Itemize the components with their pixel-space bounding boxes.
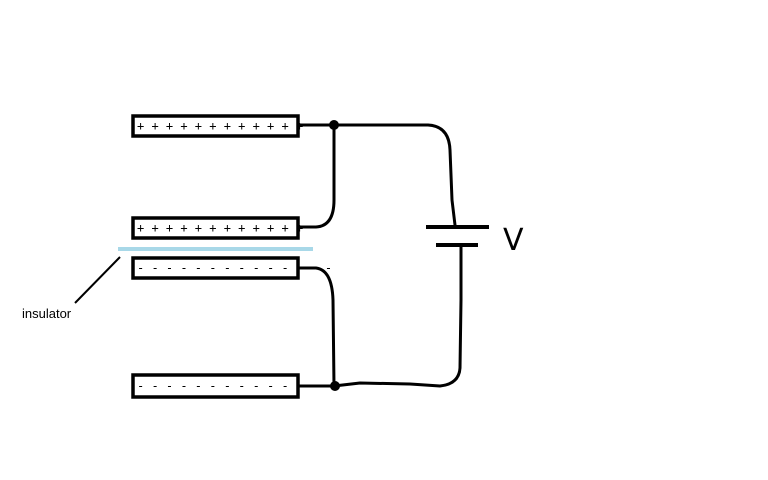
battery-symbol [426,225,489,247]
junction-node-top [329,120,339,130]
wire-bottom-node-to-battery [332,244,463,388]
plate-charges: - - - - - - - - - - - - - - [137,261,332,275]
plate-charges: + + + + + + + + + + + + [137,221,303,235]
wire-bottom-inner-to-node [297,266,336,388]
junction-node-bottom [330,381,340,391]
plate-bottom-inner: - - - - - - - - - - - - - - [131,256,332,280]
plate-charges: + + + + + + + + + + + + [137,119,303,133]
wire-top-node-to-battery [332,123,457,227]
plate-top-outer: + + + + + + + + + + + + [131,114,303,138]
plate-top-inner: + + + + + + + + + + + + [131,216,303,240]
battery-voltage-label: V [503,223,524,258]
plate-charges: - - - - - - - - - - - - - - [137,379,332,393]
wire-top-node-to-inner-plate [297,123,336,229]
plate-bottom-outer: - - - - - - - - - - - - - - [131,373,332,399]
insulator-label: insulator [22,306,72,321]
insulator-pointer-line [74,256,121,304]
